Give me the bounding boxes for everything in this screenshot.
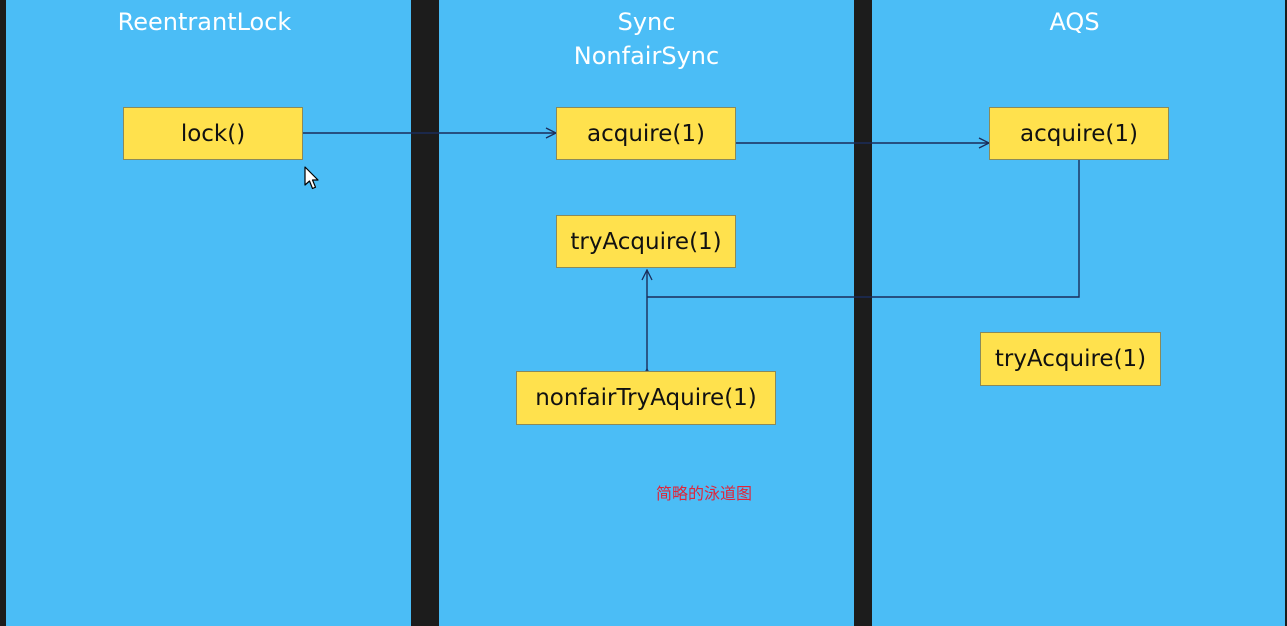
lane-subtitle-nonfairsync: NonfairSync — [573, 42, 720, 70]
lane-reentrantlock: ReentrantLock — [6, 0, 411, 626]
lane-title-sync: Sync — [617, 8, 676, 36]
box-aqs-try-acquire: tryAcquire(1) — [980, 332, 1161, 386]
lane-title-aqs: AQS — [1049, 8, 1100, 36]
box-lock: lock() — [123, 107, 303, 160]
lane-sync: Sync NonfairSync — [439, 0, 854, 626]
box-aqs-acquire: acquire(1) — [989, 107, 1169, 160]
lane-aqs: AQS — [872, 0, 1285, 626]
box-sync-try-acquire: tryAcquire(1) — [556, 215, 736, 268]
box-sync-acquire: acquire(1) — [556, 107, 736, 160]
diagram-note: 简略的泳道图 — [656, 484, 753, 503]
lane-title-reentrantlock: ReentrantLock — [117, 8, 292, 36]
box-nonfair-try-acquire: nonfairTryAquire(1) — [516, 371, 776, 425]
mouse-pointer-icon — [304, 166, 322, 196]
connector-aqs-acquire-to-try-acquire — [647, 160, 1080, 298]
